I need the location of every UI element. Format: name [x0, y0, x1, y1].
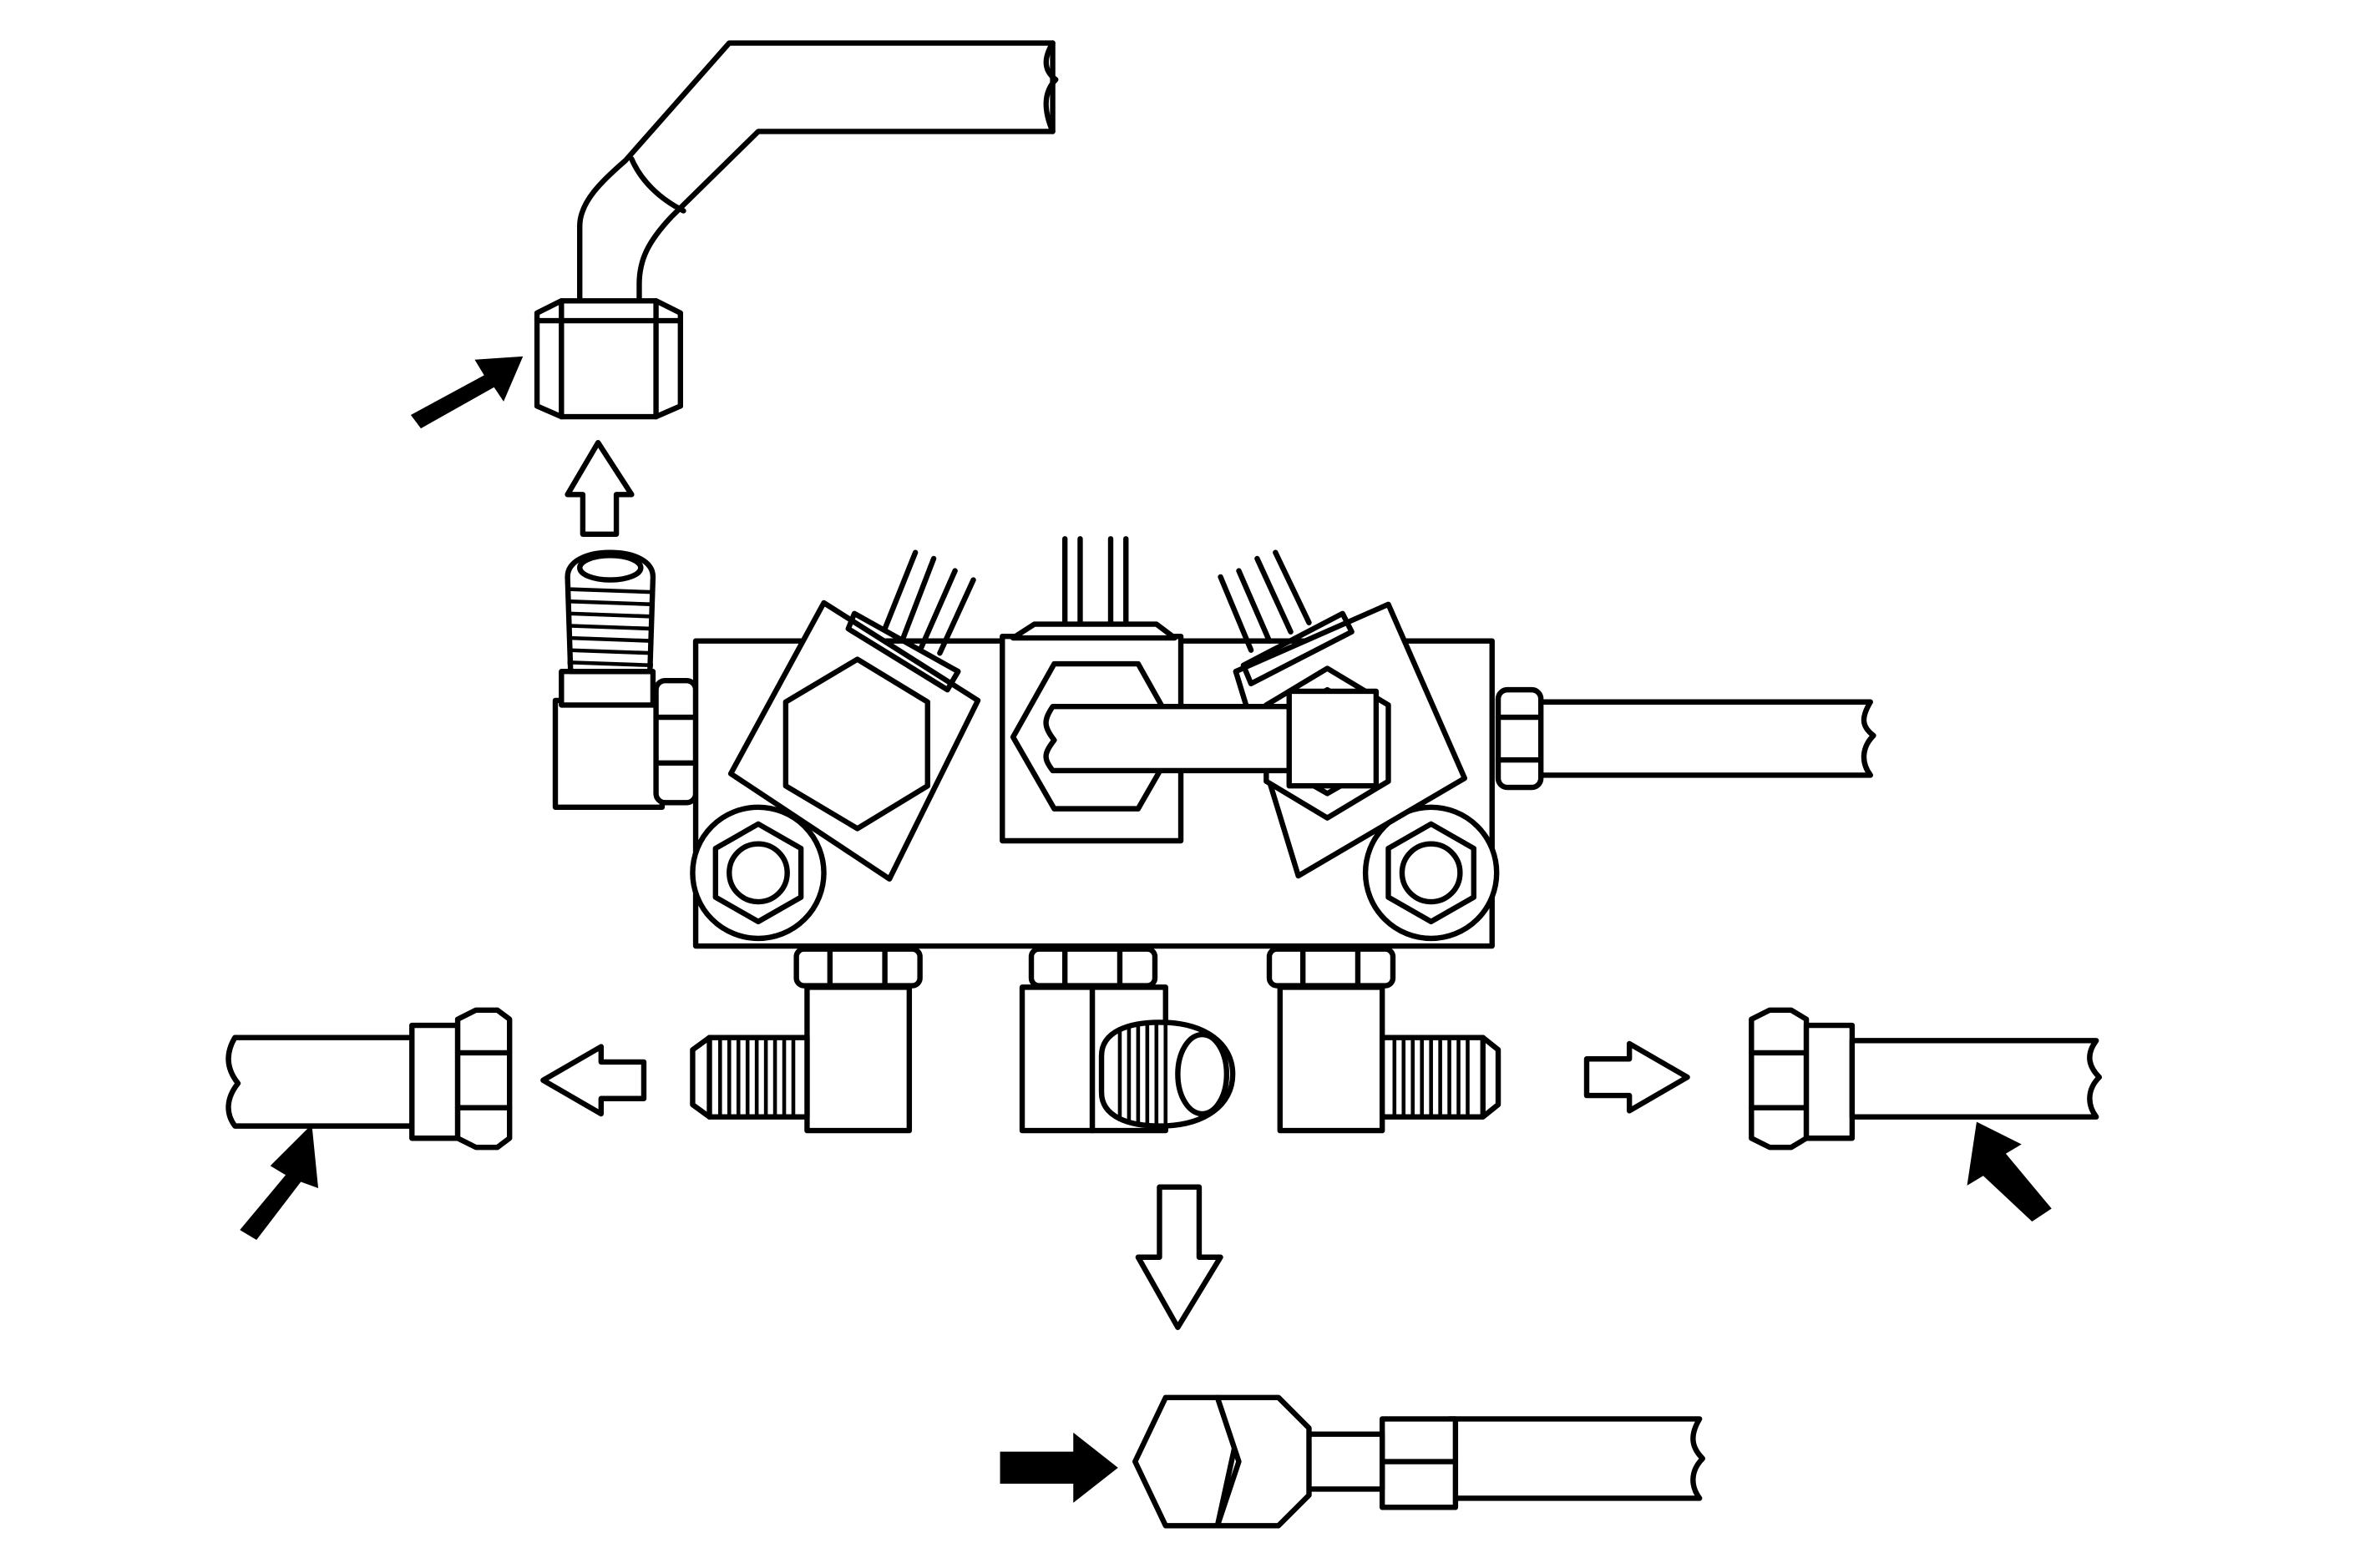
center-solenoid-wires	[1061, 536, 1129, 629]
left-detached-pipe	[225, 1007, 513, 1151]
right-detached-pipe	[1749, 1007, 2103, 1151]
left-elbow-fitting	[552, 549, 699, 810]
right-outlet-fitting	[1495, 686, 1544, 791]
pointer-arrow-bottom-left	[240, 1124, 319, 1241]
top-elbow-pipe	[577, 40, 1059, 306]
bottom-left-fitting	[690, 946, 923, 1134]
right-solenoid-wires	[1218, 549, 1312, 653]
flow-arrow-left	[540, 1044, 647, 1117]
pointer-arrow-top-left	[410, 356, 524, 429]
pointer-arrow-bottom-right	[1967, 1121, 2052, 1222]
flow-arrow-down	[1135, 1184, 1223, 1330]
bottom-right-fitting	[1266, 946, 1501, 1134]
left-mounting-bolt	[690, 804, 827, 942]
bottom-detached-pipe	[1132, 1394, 1706, 1529]
top-fitting-nut	[534, 298, 684, 420]
bottom-center-fitting	[1019, 946, 1236, 1134]
right-outlet-pipe	[1537, 699, 1876, 778]
left-solenoid-wires	[882, 549, 976, 656]
right-mounting-bolt	[1362, 804, 1500, 942]
cross-tube	[1043, 688, 1380, 789]
flow-arrow-up	[565, 439, 635, 537]
left-solenoid	[727, 599, 981, 882]
pointer-arrow-bottom-center	[1000, 1432, 1118, 1503]
flow-arrow-right	[1583, 1040, 1690, 1114]
